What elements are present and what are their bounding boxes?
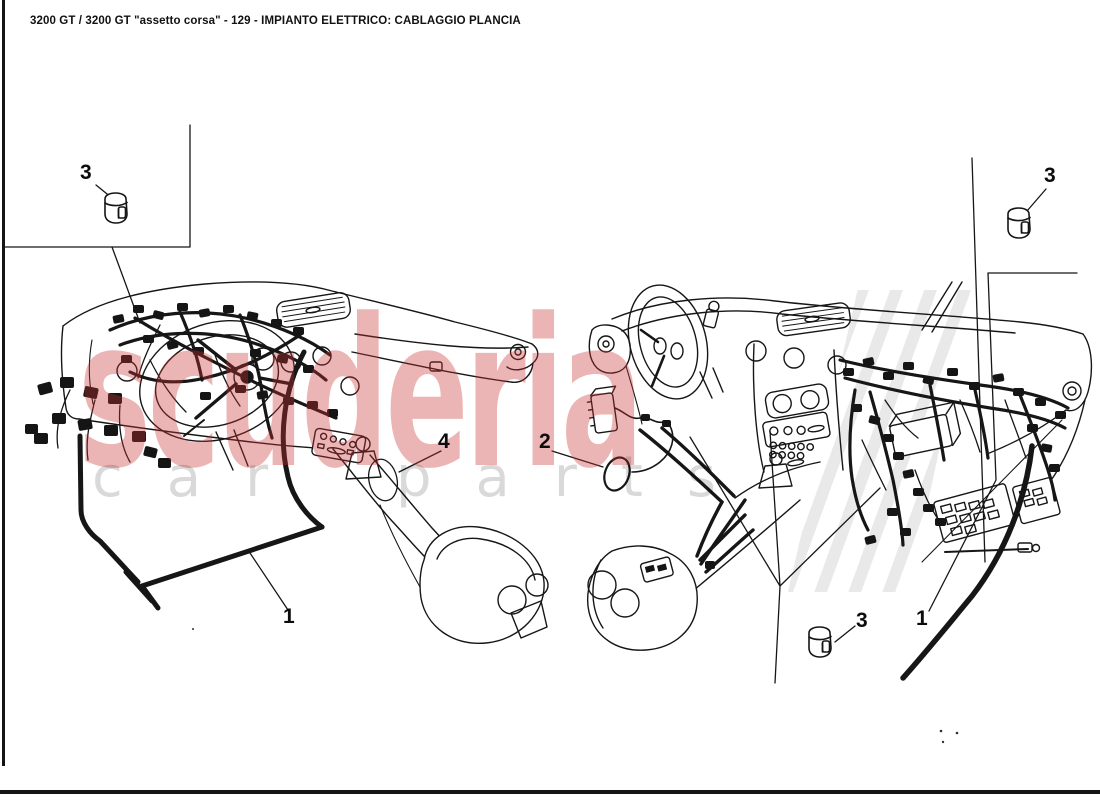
main-harness-cable-left: [77, 349, 325, 611]
ecu-module: [888, 401, 962, 458]
watermark-brand-text: scuderia: [78, 276, 644, 514]
wiring-harness-right: [838, 358, 1070, 547]
radio-panel-right: [762, 411, 831, 467]
page-border-left: [2, 0, 5, 766]
right-dashboard-figure: [586, 281, 1093, 681]
page-border-bottom: [0, 790, 1100, 794]
watermark-parts-text: parts: [396, 445, 761, 510]
console-pod-right: [587, 513, 755, 651]
callout-leader-lines: [3, 124, 1078, 684]
steering-wheel-right: [627, 284, 709, 400]
callout-1-left: 1: [283, 605, 295, 628]
callout-3-top-right: 3: [1044, 164, 1056, 187]
relay-icon: [808, 626, 832, 658]
center-vents: [764, 383, 830, 419]
left-dashboard-figure: [25, 281, 549, 644]
callout-1-right: 1: [916, 607, 928, 630]
callout-3-bottom: 3: [856, 609, 868, 632]
tunnel-harness: [638, 426, 747, 566]
callout-3-top-left: 3: [80, 161, 92, 184]
callout-4-center: 4: [438, 430, 450, 453]
harness-branch-wires-right: [861, 399, 1027, 523]
defrost-vent: [776, 302, 851, 337]
connectors-right: [843, 357, 1066, 545]
module-part2: [586, 385, 674, 492]
console-pod: [419, 525, 549, 644]
main-harness-cable-right: [900, 443, 1035, 681]
dash-vent: [276, 291, 351, 328]
relay-icon: [104, 192, 128, 224]
scan-noise-dots: [192, 628, 959, 744]
callout-2-center: 2: [539, 430, 551, 453]
connectors-left: [25, 303, 338, 468]
page-title: 3200 GT / 3200 GT "assetto corsa" - 129 …: [30, 15, 521, 27]
relay-icon: [1007, 207, 1031, 239]
fuse-trays: [933, 477, 1061, 543]
watermark-car-text: car: [92, 445, 313, 510]
